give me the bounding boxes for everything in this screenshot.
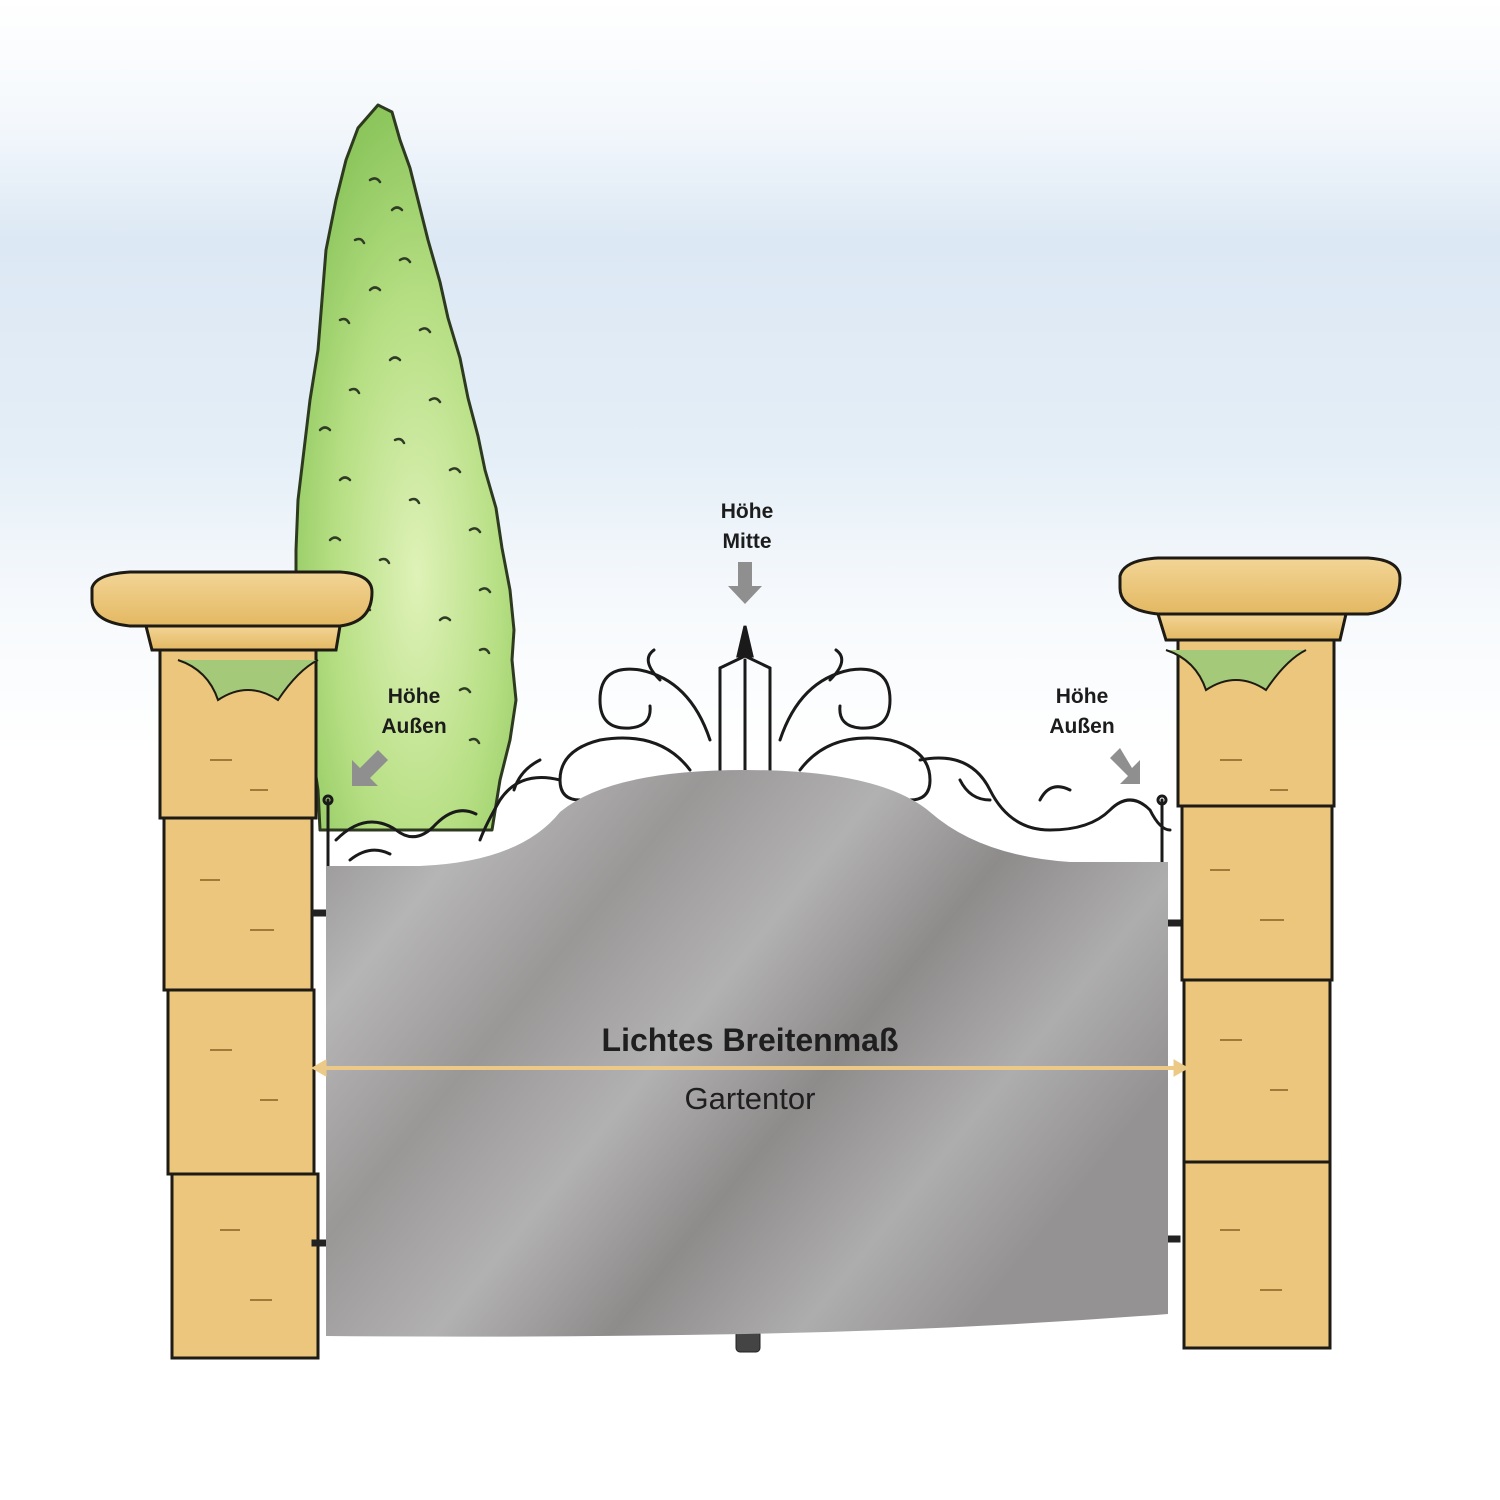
height-outer-right-line2: Außen (1049, 715, 1115, 738)
height-outer-right-label: Höhe Außen (1022, 682, 1142, 742)
height-center-label: Höhe Mitte (687, 497, 807, 557)
gate-name-label: Gartentor (684, 1081, 816, 1116)
height-outer-right-line1: Höhe (1055, 685, 1109, 708)
arrow-down-right-icon (1110, 748, 1140, 784)
height-center-line2: Mitte (722, 530, 772, 553)
right-pillar (1118, 556, 1402, 1350)
clear-width-line (310, 1059, 1190, 1077)
arrow-down-left-icon (352, 750, 388, 786)
gate-panel (326, 770, 1168, 1337)
cypress-tree (294, 103, 518, 832)
left-pillar (90, 570, 374, 1360)
height-outer-left-line1: Höhe (387, 685, 441, 708)
arrow-down-center-icon (728, 562, 762, 604)
height-center-line1: Höhe (720, 500, 774, 523)
height-outer-left-label: Höhe Außen (354, 682, 474, 742)
height-outer-left-line2: Außen (381, 715, 447, 738)
gate-ornament (322, 625, 1172, 872)
gate-hinges (311, 909, 1181, 1353)
clear-width-label: Lichtes Breitenmaß (601, 1022, 899, 1058)
